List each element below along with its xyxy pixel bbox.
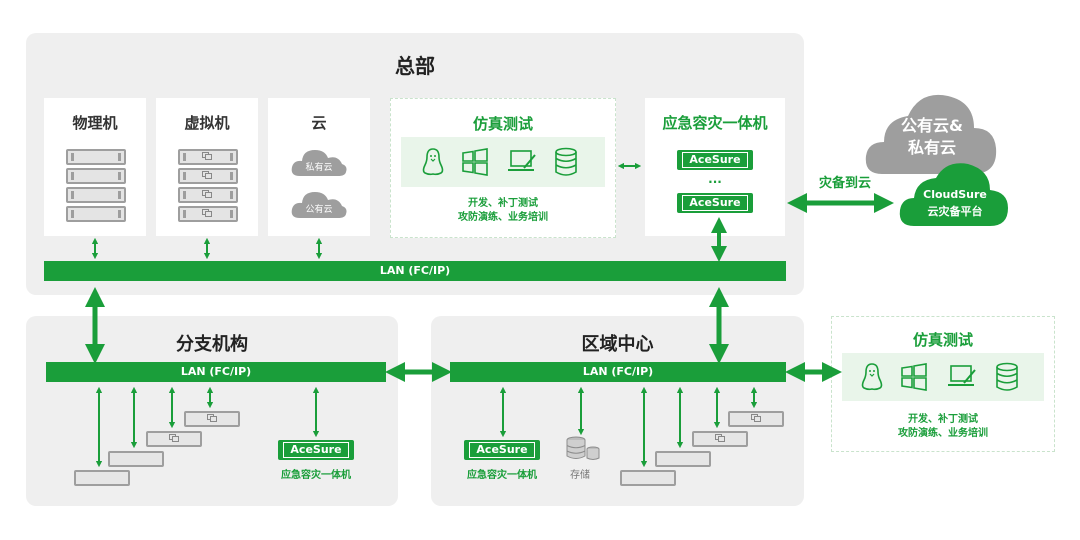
cloud-title-line2: 私有云: [907, 138, 956, 157]
branch-vm-server-icon: [184, 411, 240, 427]
simulation-desc-line2: 攻防演练、业务培训: [458, 212, 548, 223]
cloud-title-line1: 公有云&: [901, 116, 963, 135]
backup-to-cloud-label: 灾备到云: [818, 176, 871, 191]
branch-server-icon: [74, 470, 130, 486]
database-icon: [555, 147, 577, 176]
virtual-machine-card: 虚拟机: [156, 98, 258, 236]
branch-title: 分支机构: [176, 334, 248, 355]
database-icon: [996, 362, 1018, 391]
hq-lan-bar: LAN (FC/IP): [44, 261, 786, 281]
cloudsure-subtitle: 云灾备平台: [927, 205, 983, 218]
private-cloud-label: 私有云: [305, 163, 333, 173]
public-cloud-icon: [291, 192, 347, 218]
linux-icon: [422, 148, 444, 176]
simulation-desc-line1: 开发、补丁测试: [468, 198, 538, 209]
appliance-ellipsis: ...: [708, 172, 722, 186]
public-cloud-label: 公有云: [305, 205, 333, 215]
windows-icon: [901, 363, 927, 391]
regional-server-icon: [620, 470, 676, 486]
branch-server-icon: [108, 451, 164, 467]
physical-machine-title: 物理机: [72, 114, 118, 132]
windows-icon: [462, 148, 488, 176]
simulation-title: 仿真测试: [472, 115, 533, 133]
cloud-card: 云 私有云 公有云: [268, 98, 370, 236]
simulation-icon-strip: [401, 137, 605, 187]
regional-title: 区域中心: [581, 334, 654, 355]
appliance-title: 应急容灾一体机: [662, 114, 768, 132]
virtual-server-icon: [178, 187, 238, 203]
regional-server-icon: [655, 451, 711, 467]
physical-server-icon: [66, 149, 126, 165]
private-cloud-icon: [291, 150, 347, 176]
laptop-icon: [948, 365, 976, 386]
right-simulation-card: 仿真测试 开发、补丁测试 攻防演练、业务培训: [831, 316, 1055, 452]
branch-vm-server-icon: [146, 431, 202, 447]
branch-appliance-label: 应急容灾一体机: [281, 470, 351, 481]
physical-server-icon: [66, 168, 126, 184]
virtual-server-icon: [178, 149, 238, 165]
branch-acesure-device: AceSure: [278, 440, 354, 460]
right-simulation-desc-line1: 开发、补丁测试: [908, 414, 978, 425]
physical-machine-card: 物理机: [44, 98, 146, 236]
acesure-logo: AceSure: [283, 442, 349, 458]
virtual-machine-title: 虚拟机: [184, 114, 230, 132]
cloud-title: 云: [311, 114, 327, 132]
cloudsure-cloud-icon: [899, 163, 1008, 226]
storage-label: 存储: [570, 470, 590, 481]
right-simulation-title: 仿真测试: [912, 331, 973, 349]
physical-server-icon: [66, 187, 126, 203]
virtual-server-icon: [178, 168, 238, 184]
right-simulation-icon-strip: [842, 353, 1044, 401]
acesure-logo: AceSure: [682, 195, 748, 211]
linux-icon: [861, 363, 883, 391]
acesure-device: AceSure: [677, 150, 753, 170]
cloudsure-title: CloudSure: [923, 188, 987, 201]
hq-title: 总部: [395, 54, 435, 78]
physical-server-icon: [66, 206, 126, 222]
acesure-device: AceSure: [677, 193, 753, 213]
virtual-server-icon: [178, 206, 238, 222]
branch-lan-bar: LAN (FC/IP): [46, 362, 386, 382]
appliance-card: 应急容灾一体机 AceSure ... AceSure: [645, 98, 785, 236]
regional-vm-server-icon: [728, 411, 784, 427]
regional-acesure-device: AceSure: [464, 440, 540, 460]
right-simulation-desc-line2: 攻防演练、业务培训: [898, 428, 988, 439]
acesure-logo: AceSure: [469, 442, 535, 458]
storage-icon: [566, 436, 600, 460]
regional-vm-server-icon: [692, 431, 748, 447]
simulation-card: 仿真测试 开发、补丁测试 攻防演练、业务培训: [390, 98, 616, 238]
regional-lan-bar: LAN (FC/IP): [450, 362, 786, 382]
public-private-cloud-icon: [865, 94, 997, 174]
laptop-icon: [508, 150, 536, 171]
acesure-logo: AceSure: [682, 152, 748, 168]
regional-appliance-label: 应急容灾一体机: [467, 470, 537, 481]
